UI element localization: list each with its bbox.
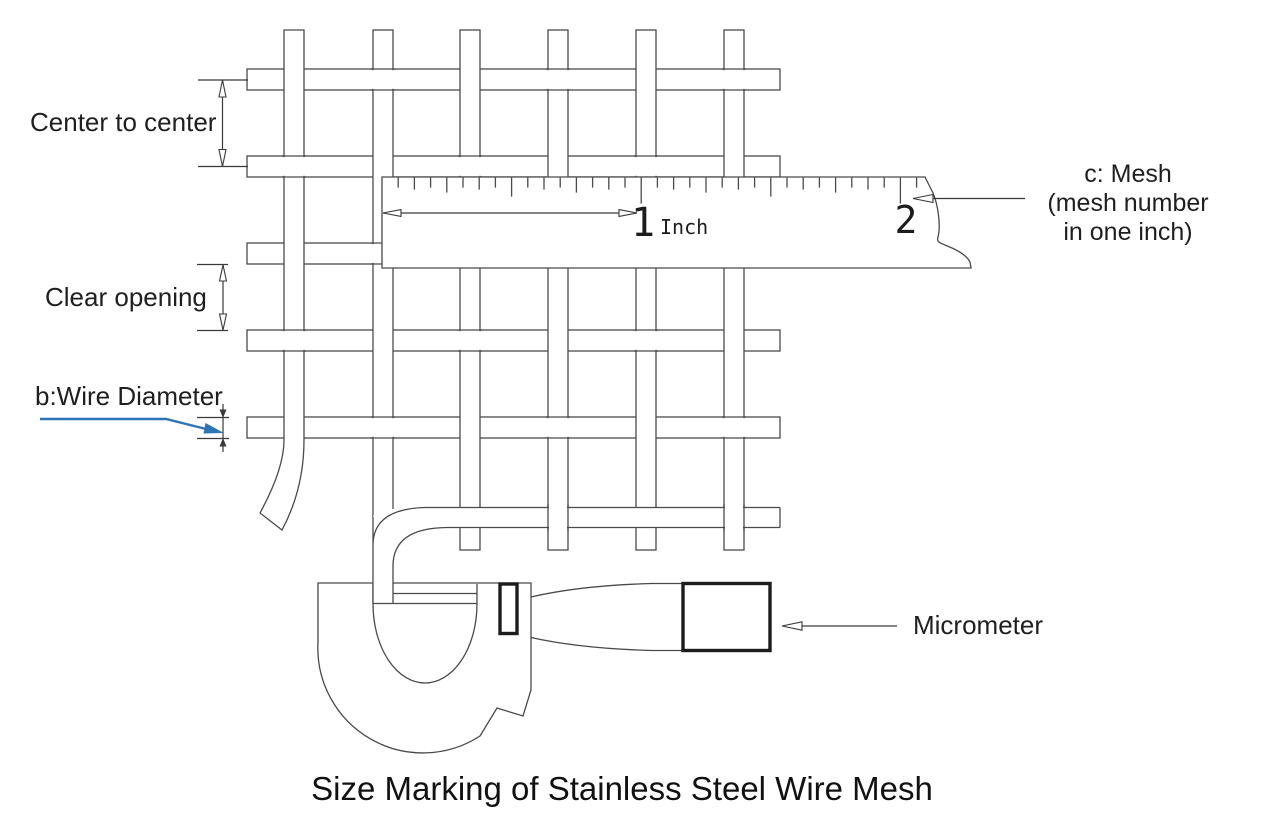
arrowhead-left	[912, 193, 934, 204]
weave-patch	[546, 70, 570, 89]
vertical-wire	[372, 29, 394, 518]
ruler-number-2: 2	[895, 198, 918, 242]
dimension-arrowhead-left	[382, 208, 402, 218]
dimension-wire-diameter: b:Wire Diameter	[35, 381, 229, 452]
horizontal-wire	[246, 68, 781, 91]
bent-measured-wire	[372, 504, 781, 605]
weave-patch	[282, 157, 306, 176]
dimension-arrowhead-right	[618, 208, 638, 218]
diagram-title: Size Marking of Stainless Steel Wire Mes…	[311, 770, 933, 807]
bottom-row-over-crossings	[547, 504, 745, 531]
horizontal-wire	[246, 329, 781, 352]
weave-patch	[282, 331, 306, 350]
arrowhead-down	[219, 409, 227, 418]
micrometer-thimble	[681, 581, 772, 653]
mesh-vertical-wires	[259, 29, 745, 551]
weave-patch	[634, 331, 658, 350]
mesh-note-line2: (mesh number	[1047, 189, 1208, 217]
weave-patch	[371, 418, 395, 437]
wire-mesh	[246, 29, 781, 551]
arrowhead-up	[218, 264, 228, 282]
micrometer-label: Micrometer	[913, 610, 1043, 640]
micrometer-annotation: Micrometer	[781, 610, 1043, 640]
vertical-wire	[547, 29, 569, 551]
arrowhead-up	[219, 438, 227, 447]
micrometer-frame-opening	[372, 584, 478, 684]
wire-diameter-label: b:Wire Diameter	[35, 381, 223, 411]
micrometer-sleeve	[530, 582, 684, 652]
vertical-wire-hooked-end	[259, 29, 305, 531]
mesh-note-line1: c: Mesh	[1084, 160, 1172, 188]
bent-wire-outline	[372, 506, 781, 605]
micrometer-lock-ring	[498, 582, 519, 636]
mesh-count-annotation: c: Mesh (mesh number in one inch)	[912, 160, 1209, 246]
ruler: 1 Inch 2	[381, 176, 972, 269]
wire-diameter-arrowhead	[203, 423, 224, 434]
ruler-unit-label: Inch	[660, 215, 708, 239]
one-inch-dimension	[382, 208, 638, 218]
ruler-number-1: 1	[631, 200, 655, 246]
center-to-center-label: Center to center	[30, 107, 217, 137]
arrowhead-down	[218, 148, 227, 167]
weave-patch	[546, 418, 570, 437]
wire-diameter-leader-line	[40, 417, 209, 431]
weave-patch	[371, 70, 395, 89]
ruler-tick-marks	[397, 177, 918, 204]
dimension-clear-opening: Clear opening	[45, 263, 228, 332]
dimension-center-to-center: Center to center	[30, 79, 248, 168]
clear-opening-label: Clear opening	[45, 282, 207, 312]
arrowhead-up	[218, 79, 227, 98]
arrowhead-down	[218, 313, 228, 331]
vertical-wire	[635, 29, 657, 551]
horizontal-wire	[246, 416, 781, 439]
weave-patch	[458, 157, 482, 176]
weave-patch	[458, 331, 482, 350]
weave-patch	[722, 418, 746, 437]
micrometer-drawing	[317, 581, 772, 754]
weave-patch	[722, 70, 746, 89]
horizontal-wire	[246, 155, 781, 178]
vertical-wire	[459, 29, 481, 551]
vertical-wire	[723, 29, 745, 551]
arrowhead-left	[781, 621, 803, 631]
mesh-note-line3: in one inch)	[1063, 218, 1192, 246]
weave-patch	[634, 157, 658, 176]
ruler-body	[381, 176, 972, 269]
